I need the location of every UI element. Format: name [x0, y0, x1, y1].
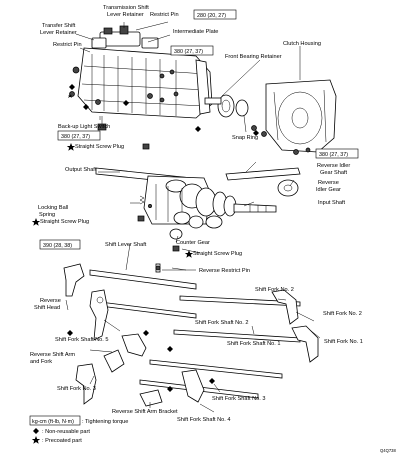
label-shift-lever-shaft: Shift Lever Shaft [105, 242, 147, 248]
torque-spec-straight-screw-plug: 390 (28, 38) [39, 239, 81, 250]
reverse-idler-gear [277, 179, 299, 197]
label-locking-ball-spring-1: Locking Ball [38, 205, 68, 211]
legend-non-reusable-part: : Non-reusable part [42, 429, 90, 435]
precoated-star-marker-3 [184, 250, 194, 258]
shift-fork-shaft-no3 [149, 359, 283, 379]
legend-diamond-icon [33, 428, 39, 434]
straight-screw-plug-2 [137, 215, 145, 222]
legend-unit: kg-cm (ft-lb, N·m) [32, 419, 74, 425]
label-straight-screw-plug-3: Straight Screw Plug [193, 251, 242, 257]
shift-fork-no4-assembly [181, 369, 205, 403]
label-shift-fork-shaft-no4: Shift Fork Shaft No. 4 [177, 417, 230, 423]
torque-value: 380 (27, 37) [319, 152, 348, 158]
label-reverse-restrict-pin: Reverse Restrict Pin [199, 268, 250, 274]
figure-code: Q4Q738 [380, 448, 397, 453]
part-markers [67, 84, 259, 392]
transmission-case-assembly [69, 25, 213, 131]
label-reverse-idler-gear-1: Reverse [318, 180, 339, 186]
reverse-restrict-pin [155, 263, 161, 273]
torque-spec-back-up-light-switch: 380 (27, 37) [57, 130, 101, 141]
shift-fork-no5-assembly [89, 289, 109, 341]
clutch-housing [251, 79, 337, 155]
label-transmission-shift-lever-retainer-1: Transmission Shift [103, 5, 149, 11]
label-front-bearing-retainer: Front Bearing Retainer [225, 54, 282, 60]
label-shift-fork-shaft-no5: Shift Fork Shaft No. 5 [55, 337, 108, 343]
label-reverse-idler-gear-shaft-1: Reverse Idler [317, 163, 350, 169]
part-labels: Transmission Shift Lever Retainer Restri… [30, 5, 363, 423]
precoated-star-marker-1 [66, 143, 76, 151]
label-reverse-shift-head-2: Shift Head [34, 305, 60, 311]
label-shift-fork-no2-right: Shift Fork No. 2 [323, 311, 362, 317]
label-reverse-shift-head-1: Reverse [40, 298, 61, 304]
label-locking-ball-spring-2: Spring [39, 212, 55, 218]
label-straight-screw-plug-2: Straight Screw Plug [40, 219, 89, 225]
shift-lever-shaft [89, 269, 197, 290]
shift-fork-no1 [291, 325, 319, 363]
torque-value: 280 (20, 27) [197, 13, 226, 19]
label-intermediate-plate: Intermediate Plate [173, 29, 218, 35]
straight-screw-plug-1 [142, 143, 150, 150]
label-transfer-shift-lever-retainer-2: Lever Retainer [40, 30, 77, 36]
label-reverse-idler-gear-2: Idler Gear [316, 187, 341, 193]
shift-fork-no2 [271, 289, 299, 325]
leader-lines [65, 21, 321, 413]
label-back-up-light-switch: Back-up Light Switch [58, 124, 110, 130]
precoated-star-marker-2 [31, 218, 41, 226]
label-shift-fork-no2: Shift Fork No. 2 [255, 287, 294, 293]
torque-spec-280-top: 280 (20, 27) [193, 9, 237, 20]
label-straight-screw-plug-1: Straight Screw Plug [75, 144, 124, 150]
label-output-shaft: Output Shaft [65, 167, 97, 173]
legend-star-icon [31, 436, 41, 444]
label-reverse-idler-gear-shaft-2: Gear Shaft [320, 170, 347, 176]
shift-fork-shaft-no5 [99, 301, 197, 319]
label-restrict-pin-left: Restrict Pin [53, 42, 82, 48]
shift-fork-shaft-no1 [173, 329, 301, 343]
torque-value: 390 (28, 38) [43, 243, 72, 249]
reverse-shift-head [63, 263, 85, 297]
label-transmission-shift-lever-retainer-2: Lever Retainer [107, 12, 144, 18]
label-transfer-shift-lever-retainer-1: Transfer Shift [42, 23, 76, 29]
shift-fork-no3 [75, 363, 97, 405]
torque-value: 380 (27, 37) [174, 49, 203, 55]
torque-spec-clutch-housing: 380 (27, 37) [315, 148, 359, 159]
label-reverse-shift-arm-and-fork-2: and Fork [30, 359, 52, 365]
legend-precoated-part: : Precoated part [42, 438, 82, 444]
label-clutch-housing: Clutch Housing [283, 41, 321, 47]
legend: kg-cm (ft-lb, N·m) : Tightening torque :… [29, 415, 128, 444]
torque-spec-intermediate-plate: 380 (27, 37) [170, 45, 214, 56]
input-shaft [233, 203, 277, 213]
label-shift-fork-shaft-no1: Shift Fork Shaft No. 1 [227, 341, 280, 347]
label-input-shaft: Input Shaft [318, 200, 346, 206]
shift-fork-shaft-no2 [179, 295, 301, 307]
label-snap-ring: Snap Ring [232, 135, 258, 141]
label-shift-fork-no1: Shift Fork No. 1 [324, 339, 363, 345]
label-shift-fork-no3: Shift Fork No. 3 [57, 386, 96, 392]
label-shift-fork-shaft-no2: Shift Fork Shaft No. 2 [195, 320, 248, 326]
reverse-shift-arm-and-fork [103, 333, 147, 373]
label-shift-fork-shaft-no3: Shift Fork Shaft No. 3 [212, 396, 265, 402]
counter-gear [169, 228, 183, 240]
reverse-idler-gear-shaft [225, 167, 301, 181]
front-bearing-retainer [204, 94, 235, 118]
legend-tightening-torque: : Tightening torque [82, 419, 128, 425]
label-reverse-shift-arm-and-fork-1: Reverse Shift Arm [30, 352, 75, 358]
torque-value: 380 (27, 37) [61, 134, 90, 140]
locking-ball-spring [139, 195, 152, 208]
reverse-shift-arm-bracket [139, 389, 163, 407]
label-reverse-shift-arm-bracket: Reverse Shift Arm Bracket [112, 409, 178, 415]
label-counter-gear: Counter Gear [176, 240, 210, 246]
straight-screw-plug-3 [172, 245, 180, 252]
gear-case-assembly [143, 175, 237, 229]
snap-ring [235, 99, 249, 117]
label-restrict-pin-top: Restrict Pin [150, 12, 179, 18]
